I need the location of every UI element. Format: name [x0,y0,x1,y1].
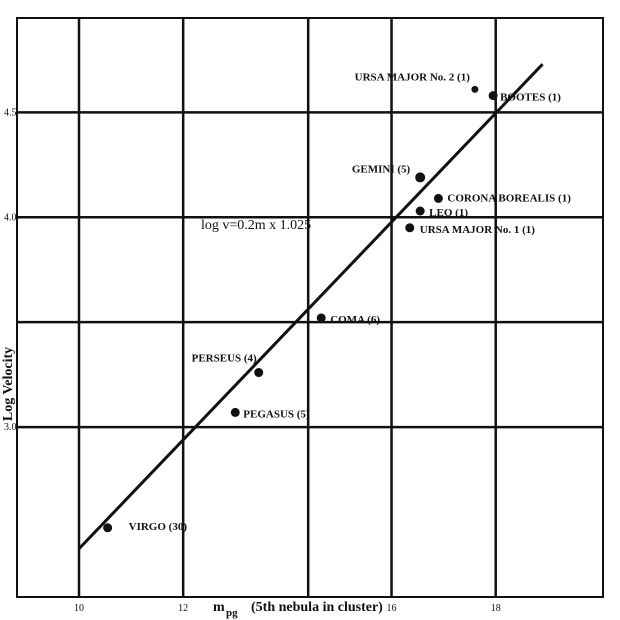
data-point [254,368,264,378]
data-point [103,523,113,533]
data-point-label: PEGASUS (5) [243,408,310,420]
x-tick-label: 16 [387,603,397,614]
data-point [405,223,415,233]
data-point-label: GEMINI (5) [352,163,411,175]
data-point-label: BOOTES (1) [500,92,561,104]
data-point-label: URSA MAJOR No. 1 (1) [420,224,536,236]
x-axis-label: m pg (5th nebula in cluster) [213,600,383,619]
data-point [230,407,240,417]
data-point-label: PERSEUS (4) [192,353,257,365]
plot-frame [16,17,604,598]
data-point [415,206,425,216]
data-point [471,85,479,93]
data-point [433,193,443,203]
x-tick-label: 10 [74,603,84,614]
data-point-label: CORONA BOREALIS (1) [447,192,571,204]
y-tick-label: 3.0 [4,422,17,433]
data-points: VIRGO (30) PEGASUS (5) PERSEUS (4) COMA (6)… [103,71,571,533]
fit-line [77,63,544,550]
data-point [488,91,498,101]
data-point [415,172,426,183]
data-point [316,313,326,323]
tick-labels: 10 12 16 18 3.0 4.0 4.5 [4,107,501,614]
x-tick-label: 18 [491,603,501,614]
y-axis-label: Log Velocity [1,347,16,421]
data-point-label: LEO (1) [429,207,468,219]
x-axis-label-subscript: pg [226,607,238,619]
data-point-label: VIRGO (30) [129,521,188,533]
y-tick-label: 4.5 [4,107,17,118]
equation-annotation: log v=0.2m x 1.025 [201,218,311,233]
data-point-label: COMA (6) [330,314,380,326]
x-axis-label-main: m [213,600,225,615]
data-point-label: URSA MAJOR No. 2 (1) [355,71,471,83]
x-axis-label-rest: (5th nebula in cluster) [251,600,383,615]
y-tick-label: 4.0 [4,212,17,223]
x-tick-label: 12 [178,603,188,614]
